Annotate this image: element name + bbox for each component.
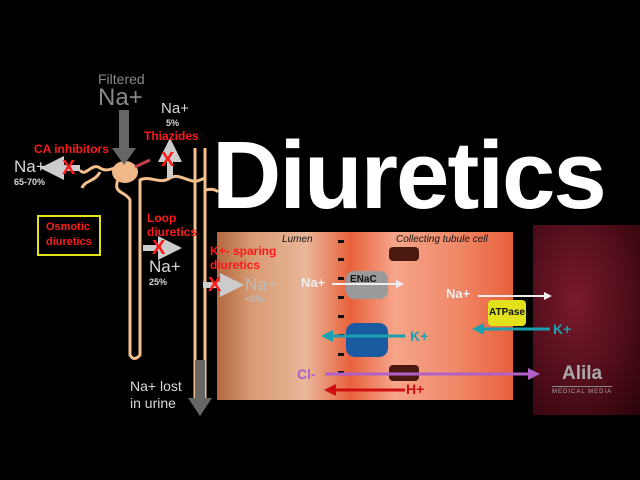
glomerulus xyxy=(112,161,138,183)
lost-label-2: in urine xyxy=(130,395,176,411)
k-sparing-label-2: diuretics xyxy=(210,258,261,272)
loop-label: Loop xyxy=(147,211,177,225)
blood-vessel xyxy=(533,225,640,415)
ca-inhibitors-label: CA inhibitors xyxy=(34,142,109,156)
atpase-pump: ATPase xyxy=(488,300,526,326)
logo-name: Alila xyxy=(562,363,603,384)
collecting-pct: <5% xyxy=(245,294,264,304)
collecting-tubule-panel xyxy=(217,232,513,400)
filtered-arrow xyxy=(112,110,136,165)
loop-label-2: diuretics xyxy=(147,225,198,239)
filtered-label: Filtered xyxy=(98,71,145,87)
osmotic-label: Osmotic xyxy=(46,221,91,233)
cell-label: Collecting tubule cell xyxy=(396,234,488,245)
enac-label: ENaC xyxy=(350,274,377,285)
osmotic-label-2: diuretics xyxy=(46,236,92,248)
thiazide-ion: Na+ xyxy=(161,100,189,117)
filtered-ion: Na+ xyxy=(98,84,143,111)
thiazides-label: Thiazides xyxy=(144,129,199,143)
osmotic-diuretics-box: Osmotic diuretics xyxy=(37,215,101,256)
h-label: H+ xyxy=(406,381,425,397)
tight-junction xyxy=(389,247,419,261)
proximal-pct: 65-70% xyxy=(14,177,46,187)
block-x-icon: X xyxy=(208,274,222,296)
afferent-arteriole xyxy=(134,158,151,169)
cl-label: Cl- xyxy=(297,366,316,382)
apical-membrane xyxy=(338,240,344,374)
k-sparing-label: K+- sparing xyxy=(210,244,277,258)
lost-label: Na+ lost xyxy=(130,378,182,394)
block-x-icon: X xyxy=(152,237,166,259)
na-out-label: Na+ xyxy=(446,286,471,301)
loop-pct: 25% xyxy=(149,277,168,287)
block-x-icon: X xyxy=(161,149,175,171)
k-channel xyxy=(346,323,388,357)
loop-ion: Na+ xyxy=(149,257,181,276)
k-blood-label: K+ xyxy=(553,321,572,337)
k-lumen-label: K+ xyxy=(410,328,429,344)
proximal-ion: Na+ xyxy=(14,157,46,176)
lumen-label: Lumen xyxy=(282,234,313,245)
page-title: Diuretics xyxy=(212,122,607,229)
na-in-label: Na+ xyxy=(301,275,326,290)
logo-sub: MEDICAL MEDIA xyxy=(552,386,613,395)
thiazide-pct: 5% xyxy=(166,118,180,128)
collecting-ion: Na+ xyxy=(245,275,277,294)
urine-arrow xyxy=(188,360,212,416)
block-x-icon: X xyxy=(62,157,76,179)
